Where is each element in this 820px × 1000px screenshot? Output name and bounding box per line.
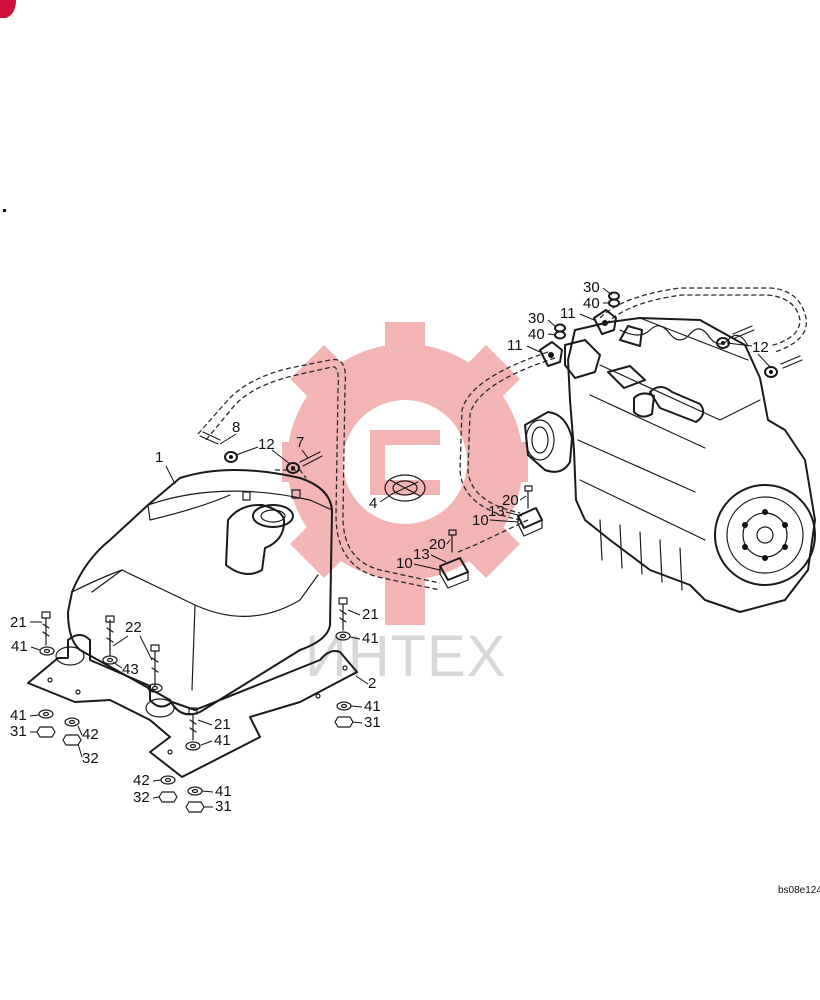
callout-label: 2 — [368, 675, 376, 692]
callout-label: 21 — [10, 614, 27, 631]
washer — [187, 786, 203, 796]
washer — [39, 646, 55, 656]
callout-label: 13 — [413, 546, 430, 563]
callout-label: 41 — [364, 698, 381, 715]
callout-label: 11 — [507, 337, 523, 354]
callout-label: 41 — [362, 630, 379, 647]
bolt — [188, 707, 198, 741]
callout-label: 43 — [122, 661, 139, 678]
nut — [62, 734, 82, 746]
callout-label: 40 — [583, 295, 600, 312]
hose-stub — [299, 451, 323, 467]
bolt — [448, 529, 457, 553]
bolt — [338, 597, 348, 631]
callout-label: 41 — [11, 638, 28, 655]
corner-badge — [0, 0, 16, 18]
washer — [160, 775, 176, 785]
callout-label: 31 — [215, 798, 232, 815]
callout-label: 30 — [583, 279, 600, 296]
hose-stub — [732, 325, 755, 339]
callout-label: 20 — [502, 492, 519, 509]
callout-label: 20 — [429, 536, 446, 553]
callout-label: 40 — [528, 326, 545, 343]
nut — [158, 791, 178, 803]
callout-label: 32 — [133, 789, 150, 806]
fuel-hoses — [197, 287, 808, 591]
washer — [102, 655, 118, 665]
callouts: 30 40 11 30 40 11 12 8 12 7 1 4 20 13 10… — [10, 279, 772, 815]
watermark-gear-logo — [282, 322, 528, 625]
callout-label: 41 — [214, 732, 231, 749]
washer — [336, 701, 352, 711]
bolt — [524, 485, 533, 509]
washer — [64, 717, 80, 727]
callout-label: 1 — [155, 449, 163, 466]
callout-label: 4 — [369, 495, 377, 512]
callout-label: 41 — [215, 783, 232, 800]
tank-bracket — [27, 634, 358, 778]
nut — [334, 716, 354, 728]
hose-stub — [780, 355, 803, 369]
callout-label: 31 — [364, 714, 381, 731]
bolt — [105, 615, 115, 656]
callout-label: 21 — [362, 606, 379, 623]
hose-fittings — [199, 291, 803, 474]
fasteners — [36, 485, 533, 813]
drawing-code: bs08e124 — [778, 885, 820, 896]
callout-label: 13 — [488, 503, 505, 520]
clamp — [286, 462, 300, 474]
nut — [36, 726, 56, 738]
callout-label: 21 — [214, 716, 231, 733]
callout-label: 12 — [258, 436, 275, 453]
banjo-fitting — [539, 341, 563, 367]
callout-label: 42 — [82, 726, 99, 743]
fuel-filter — [384, 474, 426, 502]
hose-clips — [439, 507, 543, 589]
nut — [185, 801, 205, 813]
callout-label: 10 — [396, 555, 413, 572]
callout-label: 42 — [133, 772, 150, 789]
clamp — [764, 366, 778, 378]
callout-label: 11 — [560, 305, 576, 322]
clamp — [224, 451, 238, 463]
engine — [524, 317, 816, 613]
callout-label: 32 — [82, 750, 99, 767]
watermark-text: ИНТЕХ — [305, 624, 506, 689]
callout-label: 8 — [232, 419, 240, 436]
callout-label: 30 — [528, 310, 545, 327]
washer — [335, 631, 351, 641]
callout-label: 31 — [10, 723, 27, 740]
callout-label: 10 — [472, 512, 489, 529]
washer — [147, 683, 163, 693]
stray-dot — [3, 209, 6, 212]
callout-label: 7 — [296, 434, 304, 451]
callout-label: 41 — [10, 707, 27, 724]
bolt — [41, 611, 51, 646]
nut-30 — [554, 323, 566, 340]
hose-stub — [199, 431, 221, 445]
washer — [185, 741, 201, 751]
callout-label: 22 — [125, 619, 142, 636]
fuel-tank — [67, 469, 333, 716]
nut-30 — [608, 291, 620, 308]
washer — [38, 709, 54, 719]
callout-label: 12 — [752, 339, 769, 356]
bolt — [150, 644, 160, 687]
